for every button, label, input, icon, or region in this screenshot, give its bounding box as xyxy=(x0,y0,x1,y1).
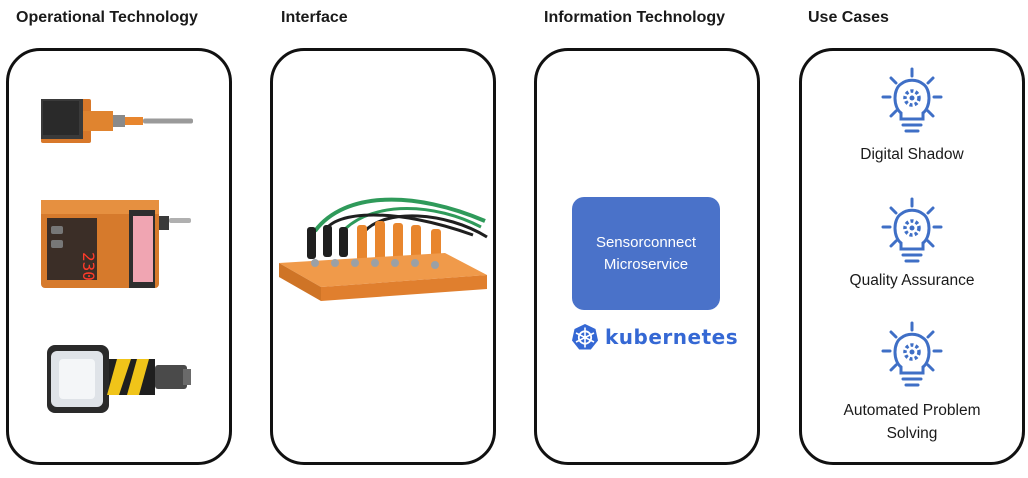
io-link-master-image xyxy=(279,197,488,301)
display-sensor-image: 230 xyxy=(41,200,191,288)
column-title-operational-technology: Operational Technology xyxy=(16,9,198,26)
use-case-label-line-2: Solving xyxy=(886,425,938,442)
use-case-label: Digital Shadow xyxy=(860,146,964,163)
kubernetes-label: kubernetes xyxy=(605,325,739,349)
vision-sensor-image xyxy=(47,345,191,413)
information-technology-panel: Sensorconnect Microservice kubernetes xyxy=(534,48,760,465)
svg-text:230: 230 xyxy=(79,252,98,281)
operational-technology-panel: 230 xyxy=(6,48,232,465)
sensorconnect-microservice-box: Sensorconnect Microservice xyxy=(572,197,720,310)
microservice-line-2: Microservice xyxy=(603,255,689,273)
use-cases-panel: Digital Shadow Quality Assurance xyxy=(799,48,1025,465)
lightbulb-gear-icon xyxy=(881,197,943,263)
interface-panel xyxy=(270,48,496,465)
use-case-automated-problem-solving: Automated Problem Solving xyxy=(802,321,1022,445)
microservice-line-1: Sensorconnect xyxy=(595,233,697,251)
proximity-sensor-image xyxy=(41,99,193,143)
column-title-information-technology: Information Technology xyxy=(544,9,726,26)
column-title-interface: Interface xyxy=(281,9,348,26)
lightbulb-gear-icon xyxy=(881,321,943,387)
use-case-label: Automated Problem xyxy=(843,402,981,419)
use-case-label: Quality Assurance xyxy=(849,272,975,289)
use-case-quality-assurance: Quality Assurance xyxy=(802,197,1022,292)
kubernetes-logo: kubernetes xyxy=(571,323,738,351)
kubernetes-helm-icon xyxy=(572,324,598,350)
column-title-use-cases: Use Cases xyxy=(808,9,889,26)
lightbulb-gear-icon xyxy=(881,67,943,133)
use-case-digital-shadow: Digital Shadow xyxy=(802,67,1022,166)
